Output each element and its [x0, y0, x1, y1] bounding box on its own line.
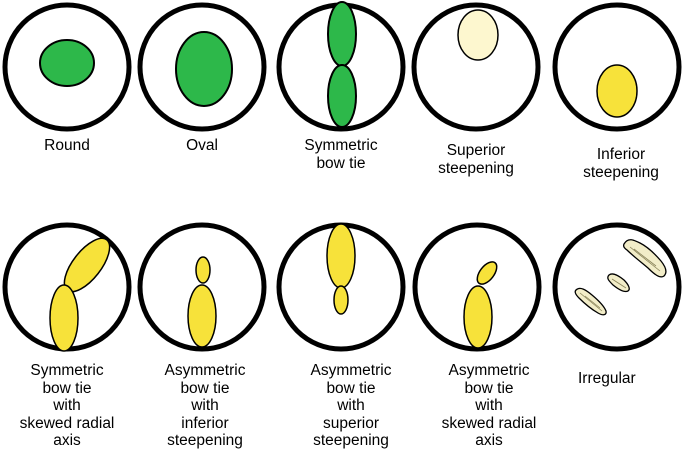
pattern-asymmetric-skewed [412, 222, 542, 352]
cornea-outline [411, 2, 541, 132]
caption-asymmetric-skewed: Asymmetric bow tie with skewed radial ax… [441, 362, 537, 449]
caption-symmetric-bow-tie: Symmetric bow tie [304, 137, 378, 172]
caption-asymmetric-inferior: Asymmetric bow tie with inferior steepen… [164, 362, 246, 449]
pattern-asymmetric-superior [276, 222, 406, 352]
pattern-symmetric-bow-tie-skewed [2, 222, 132, 352]
caption-superior-steepening: Superior steepening [438, 142, 514, 177]
caption-asymmetric-superior: Asymmetric bow tie with superior steepen… [310, 362, 392, 449]
pattern-irregular [552, 222, 682, 352]
caption-irregular: Irregular [578, 370, 636, 387]
lower-lobe [333, 285, 349, 315]
upper-lobe [327, 1, 357, 67]
pattern-asymmetric-inferior [137, 222, 267, 352]
lower-lobe [49, 284, 79, 352]
upper-lobe [195, 256, 211, 284]
pattern-oval [137, 2, 267, 132]
superior-shape [457, 9, 499, 61]
upper-lobe [326, 223, 356, 289]
inferior-shape [596, 64, 638, 118]
round-shape [39, 39, 95, 87]
pattern-superior-steepening [411, 2, 541, 132]
caption-inferior-steepening: Inferior steepening [583, 146, 659, 181]
pattern-symmetric-bow-tie [276, 1, 406, 132]
caption-symmetric-bow-tie-skewed: Symmetric bow tie with skewed radial axi… [19, 362, 115, 449]
lower-lobe [327, 64, 357, 128]
lower-lobe [463, 285, 493, 349]
pattern-round [2, 2, 132, 132]
lower-lobe [187, 284, 217, 348]
caption-round: Round [44, 137, 90, 154]
caption-oval: Oval [186, 137, 218, 154]
oval-shape [175, 31, 233, 107]
upper-lobe [476, 261, 498, 285]
irregular-texture [579, 246, 661, 312]
pattern-inferior-steepening [552, 2, 682, 132]
